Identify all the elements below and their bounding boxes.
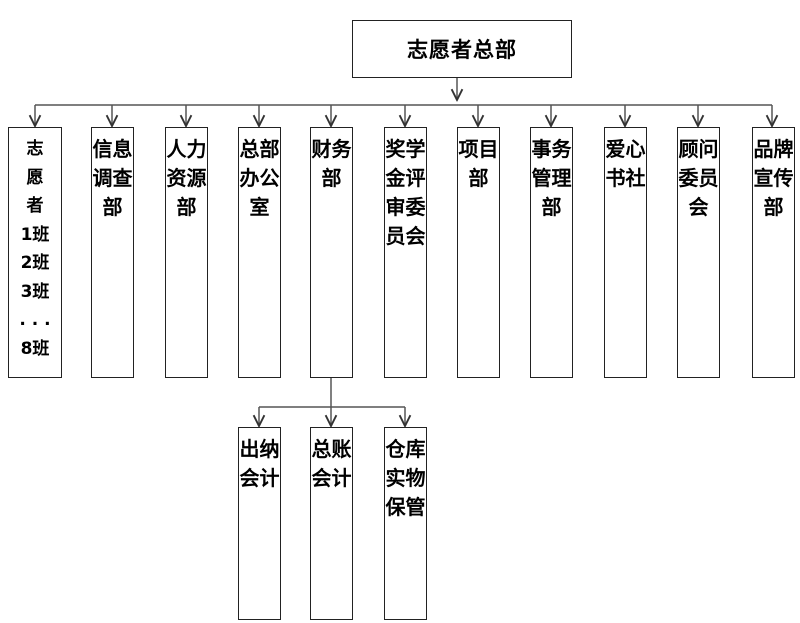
dept-node-charity-bookclub: 爱心书社 xyxy=(604,127,647,378)
dept-label: 爱心书社 xyxy=(605,137,646,190)
dept-label: 志 愿 者 1班 2班 3班 . . . 8班 xyxy=(19,139,51,359)
dept-label: 顾问委员会 xyxy=(678,137,719,219)
dept-label: 总部办公室 xyxy=(239,137,280,219)
dept-node-hq-office: 总部办公室 xyxy=(238,127,281,378)
dept-label: 品牌宣传部 xyxy=(753,137,794,219)
subunit-label: 总账会计 xyxy=(311,437,352,490)
root-node: 志愿者总部 xyxy=(352,20,572,78)
dept-node-projects: 项目部 xyxy=(457,127,500,378)
subunit-label: 仓库实物保管 xyxy=(385,437,426,519)
dept-label: 事务管理部 xyxy=(531,137,572,219)
dept-node-advisory-committee: 顾问委员会 xyxy=(677,127,720,378)
subunit-node-warehouse: 仓库实物保管 xyxy=(384,427,427,620)
subunit-node-general-ledger: 总账会计 xyxy=(310,427,353,620)
dept-node-finance: 财务部 xyxy=(310,127,353,378)
dept-node-affairs-management: 事务管理部 xyxy=(530,127,573,378)
subunit-label: 出纳会计 xyxy=(239,437,280,490)
dept-node-scholarship-committee: 奖学金评审委员会 xyxy=(384,127,427,378)
dept-node-info-survey: 信息调查部 xyxy=(91,127,134,378)
dept-label: 财务部 xyxy=(311,137,352,190)
dept-label: 项目部 xyxy=(458,137,499,190)
dept-label: 人力资源部 xyxy=(166,137,207,219)
dept-node-volunteers: 志 愿 者 1班 2班 3班 . . . 8班 xyxy=(8,127,62,378)
dept-node-human-resources: 人力资源部 xyxy=(165,127,208,378)
dept-label: 奖学金评审委员会 xyxy=(385,137,426,248)
dept-node-brand-publicity: 品牌宣传部 xyxy=(752,127,795,378)
subunit-node-cashier: 出纳会计 xyxy=(238,427,281,620)
root-label: 志愿者总部 xyxy=(407,38,517,62)
dept-label: 信息调查部 xyxy=(92,137,133,219)
